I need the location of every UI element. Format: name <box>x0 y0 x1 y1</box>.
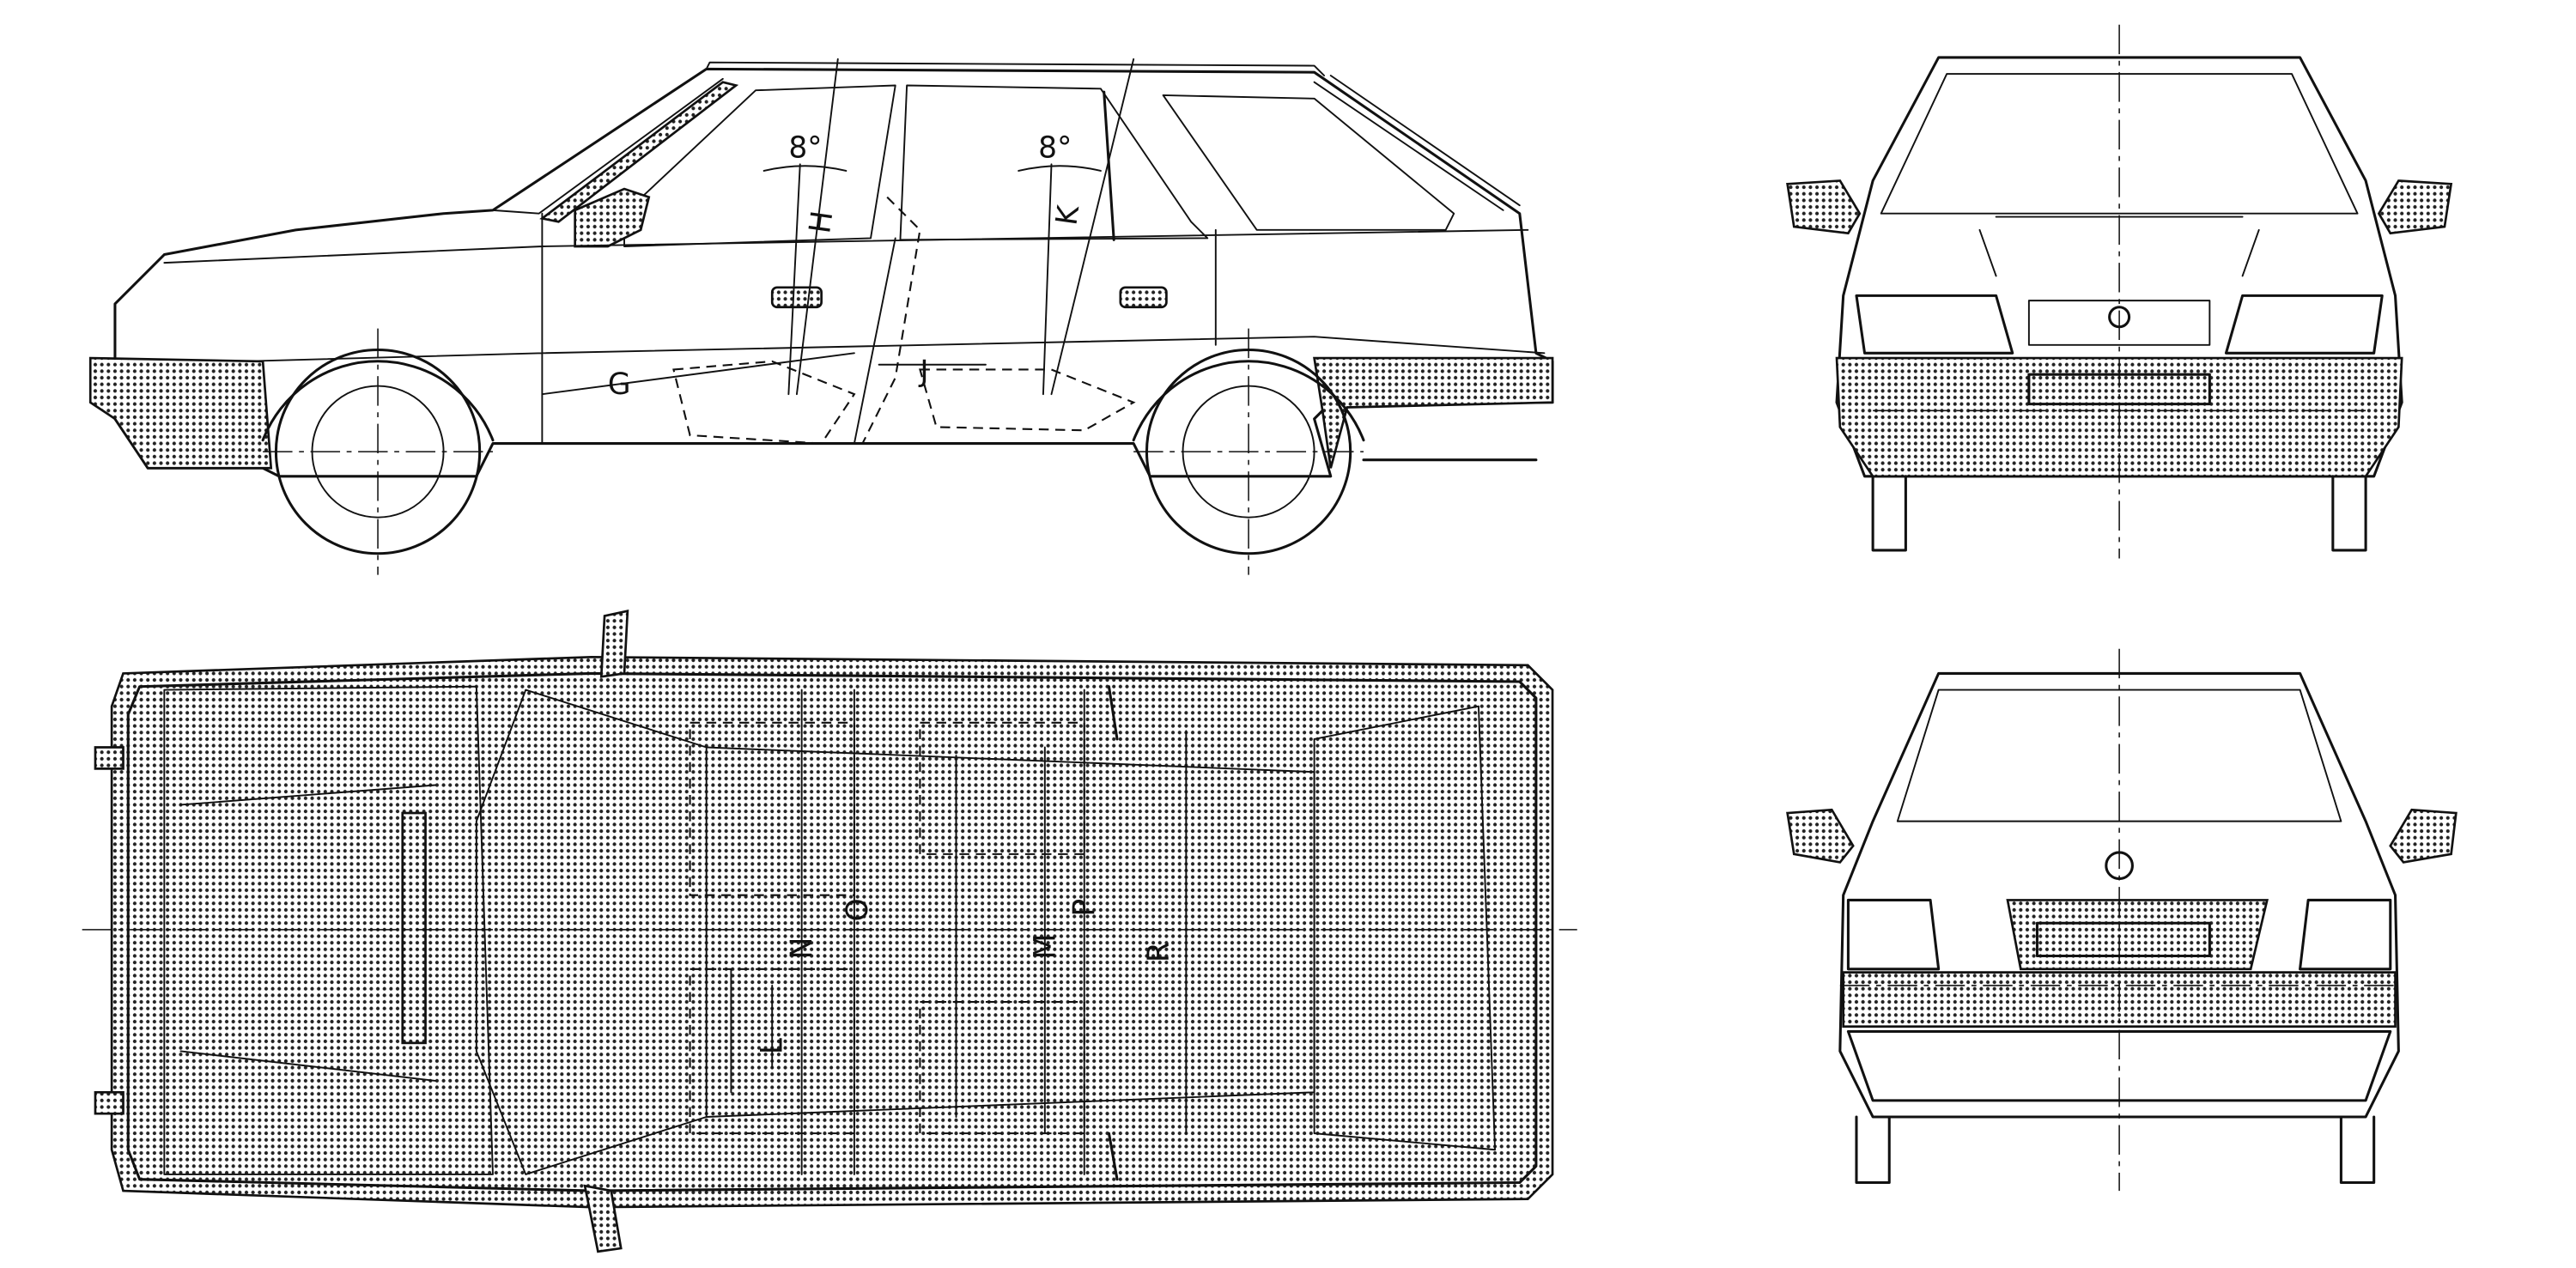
front-angle-label: 8° <box>788 131 822 166</box>
tailgate-panel <box>2006 899 2269 971</box>
dim-n-label: N <box>785 937 819 960</box>
top-view: L N O M P R <box>82 610 1577 1253</box>
hood-vent <box>401 811 427 1045</box>
left-mirror <box>1786 179 1862 235</box>
dim-r-label: R <box>1141 942 1176 962</box>
front-wheel <box>261 328 495 575</box>
dim-k-label: K <box>1049 202 1086 227</box>
dim-p-label: P <box>1067 899 1102 917</box>
rear-window <box>1896 689 2342 822</box>
body-outline <box>110 655 1554 1209</box>
rear-right-mirror <box>2389 808 2458 864</box>
rear-tires <box>1855 1115 2376 1185</box>
rear-door-handle <box>1119 286 1168 309</box>
headlights <box>1855 294 2384 355</box>
front-view <box>1786 24 2453 559</box>
side-view: 8° 8° H K G J <box>88 58 1554 575</box>
front-bumper <box>88 356 273 470</box>
front-tires <box>1871 475 2367 552</box>
rear-bumper <box>1313 356 1554 469</box>
rear-left-mirror <box>1786 808 1855 864</box>
dim-h-label: H <box>803 209 840 235</box>
tail-lights <box>1846 898 2392 971</box>
rear-angle-label: 8° <box>1038 131 1072 166</box>
dim-l-label: L <box>756 1038 790 1054</box>
top-right-mirror <box>583 1184 623 1253</box>
windshield <box>1880 73 2359 215</box>
front-window <box>623 84 896 247</box>
front-door-handle <box>770 286 823 309</box>
top-left-mirror <box>599 610 629 678</box>
quarter-window <box>1162 94 1455 231</box>
rear-door-window <box>899 84 1209 241</box>
dim-j-label: J <box>918 355 928 389</box>
rear-wheel <box>1132 328 1365 575</box>
right-mirror <box>2377 179 2453 235</box>
rear-window <box>1313 705 1497 1151</box>
dim-o-label: O <box>841 898 875 921</box>
rear-view <box>1786 648 2458 1192</box>
hood <box>163 685 494 1175</box>
dim-m-label: M <box>1028 934 1062 960</box>
rear-license-plate <box>2035 921 2211 958</box>
dim-g-label: G <box>608 367 631 402</box>
